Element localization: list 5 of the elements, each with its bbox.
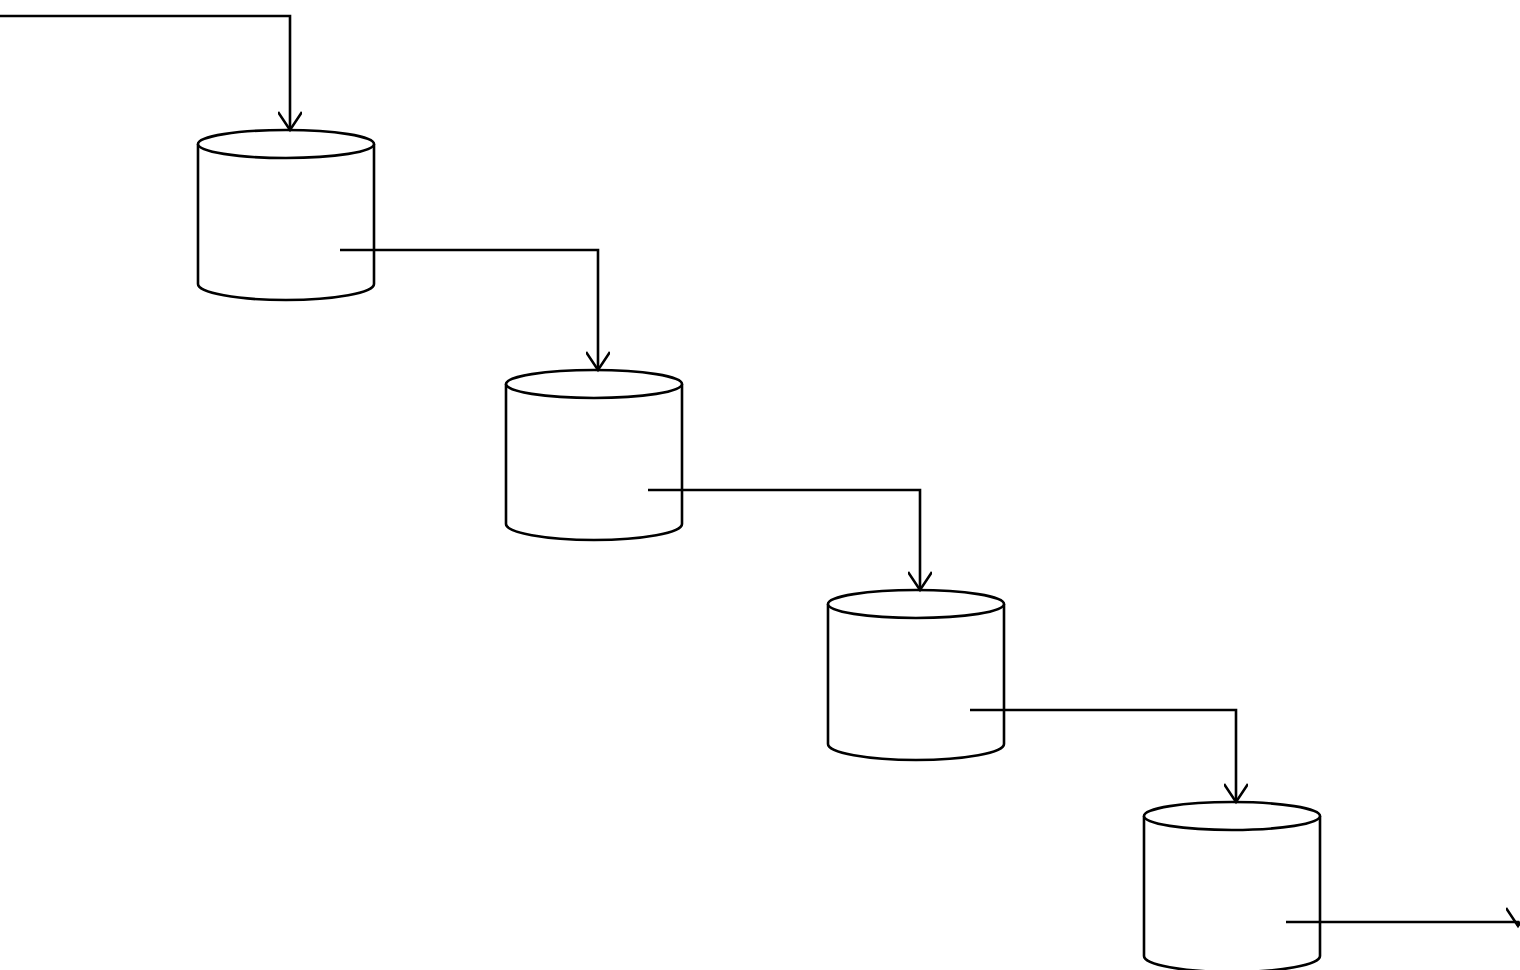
- arrow: [970, 708, 1250, 804]
- arrow: [340, 248, 612, 372]
- arrow: [1286, 906, 1520, 928]
- arrow: [648, 488, 934, 592]
- arrow: [0, 14, 304, 132]
